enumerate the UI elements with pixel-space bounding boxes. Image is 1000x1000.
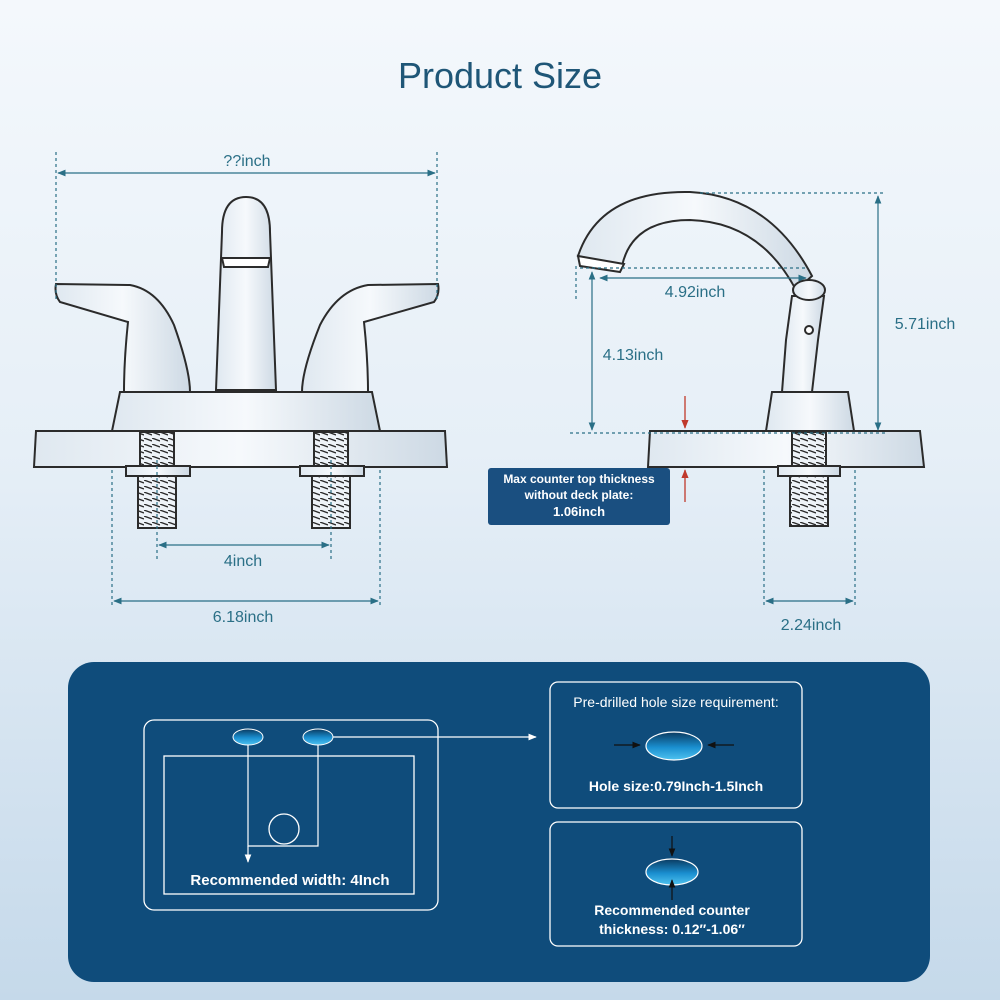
- side-shank-upper: [791, 431, 827, 467]
- left-handle: [54, 282, 192, 393]
- overall-width-label: ??inch: [223, 153, 270, 170]
- spout: [214, 195, 278, 391]
- right-nut: [299, 465, 365, 477]
- hole-size-text: Hole size:0.79Inch-1.5Inch: [589, 778, 763, 794]
- hole-size-box: [549, 681, 803, 809]
- side-body: [780, 295, 826, 393]
- base-depth-label: 2.24inch: [781, 617, 842, 634]
- counter-note-value: 1.06inch: [553, 504, 605, 519]
- installation-panel-background: [68, 662, 930, 982]
- thickness-text-line1: Recommended counter: [594, 902, 750, 918]
- drain-hole: [268, 813, 300, 845]
- aerator: [220, 257, 272, 268]
- counter-note-line2: without deck plate:: [524, 488, 634, 502]
- counter-note-line1: Max counter top thickness: [503, 472, 655, 486]
- right-hole: [302, 728, 334, 746]
- counter-note-box: Max counter top thickness without deck p…: [488, 468, 670, 525]
- total-height-label: 5.71inch: [895, 316, 956, 333]
- right-handle: [300, 282, 440, 393]
- reach-label: 4.92inch: [665, 284, 726, 301]
- thickness-text-line2: thickness: 0.12″-1.06″: [599, 921, 745, 937]
- countertop-slab: [32, 430, 449, 468]
- left-nut: [125, 465, 191, 477]
- side-view-faucet: [576, 190, 926, 527]
- installation-panel: Recommended width: 4Inch Pre-drilled hol…: [68, 662, 930, 982]
- side-shank-lower: [789, 475, 829, 527]
- deck-plate: [110, 391, 382, 432]
- hole-size-illustration: [645, 731, 703, 761]
- side-dimensions: [570, 192, 885, 606]
- sink-outline: [143, 719, 439, 911]
- side-nut: [777, 465, 841, 477]
- base-width-label: 6.18inch: [213, 609, 274, 626]
- left-hole: [232, 728, 264, 746]
- recommended-width-text: Recommended width: 4Inch: [190, 872, 389, 889]
- side-countertop-slab: [646, 430, 926, 468]
- thickness-box: [549, 821, 803, 947]
- width-bracket: [247, 745, 319, 847]
- counter-note-background: [488, 468, 670, 525]
- front-dimensions: [55, 152, 438, 606]
- center-spacing-label: 4inch: [224, 553, 262, 570]
- side-handle-screw: [804, 325, 814, 335]
- side-deck-plate: [764, 391, 856, 432]
- side-handle-knob: [792, 279, 826, 301]
- basin-outline: [163, 755, 415, 895]
- spout-height-label: 4.13inch: [603, 347, 664, 364]
- hole-size-title: Pre-drilled hole size requirement:: [573, 694, 778, 710]
- front-view-faucet: [32, 195, 449, 529]
- page-title: Product Size: [398, 55, 602, 96]
- side-spout-arc: [576, 190, 814, 292]
